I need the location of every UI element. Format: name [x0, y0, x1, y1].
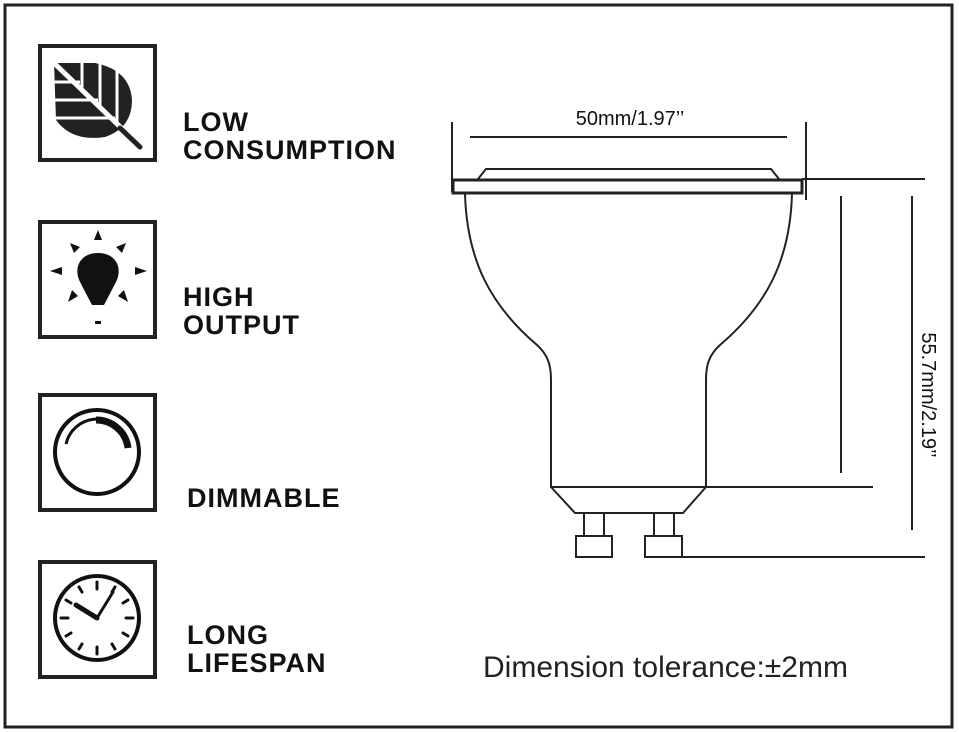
- feature-dimmable: DIMMABLE: [38, 393, 340, 513]
- feature-label-line: LIFESPAN: [187, 648, 327, 678]
- feature-label-line: LOW: [183, 107, 249, 137]
- bulb-rim: [451, 178, 804, 195]
- lightbulb-icon: [50, 230, 147, 324]
- bulb-pins: [575, 512, 683, 558]
- feature-label-line: HIGH: [183, 282, 255, 312]
- feature-label-line: CONSUMPTION: [183, 135, 397, 165]
- feature-low-consumption: LOW CONSUMPTION: [38, 44, 397, 165]
- clock-icon: [53, 574, 141, 662]
- width-label: 50mm/1.97’’: [576, 108, 685, 130]
- gu10-bulb-drawing: 50mm/1.97’’ 55.7mm/2.19’’: [451, 108, 939, 558]
- feature-long-lifespan: LONG LIFESPAN: [38, 560, 327, 679]
- feature-label-line: OUTPUT: [183, 310, 300, 340]
- leaf-icon: [52, 61, 143, 150]
- feature-label-line: LONG: [187, 620, 269, 650]
- dimmer-icon: [53, 408, 141, 496]
- dimension-tolerance: Dimension tolerance:±2mm: [483, 651, 848, 684]
- feature-high-output: HIGH OUTPUT: [38, 220, 300, 340]
- outer-border: [3, 3, 954, 729]
- icon-frame: [38, 393, 157, 512]
- feature-label-line: DIMMABLE: [187, 483, 340, 513]
- height-label: 55.7mm/2.19’’: [917, 332, 939, 457]
- bulb-body: [464, 193, 793, 488]
